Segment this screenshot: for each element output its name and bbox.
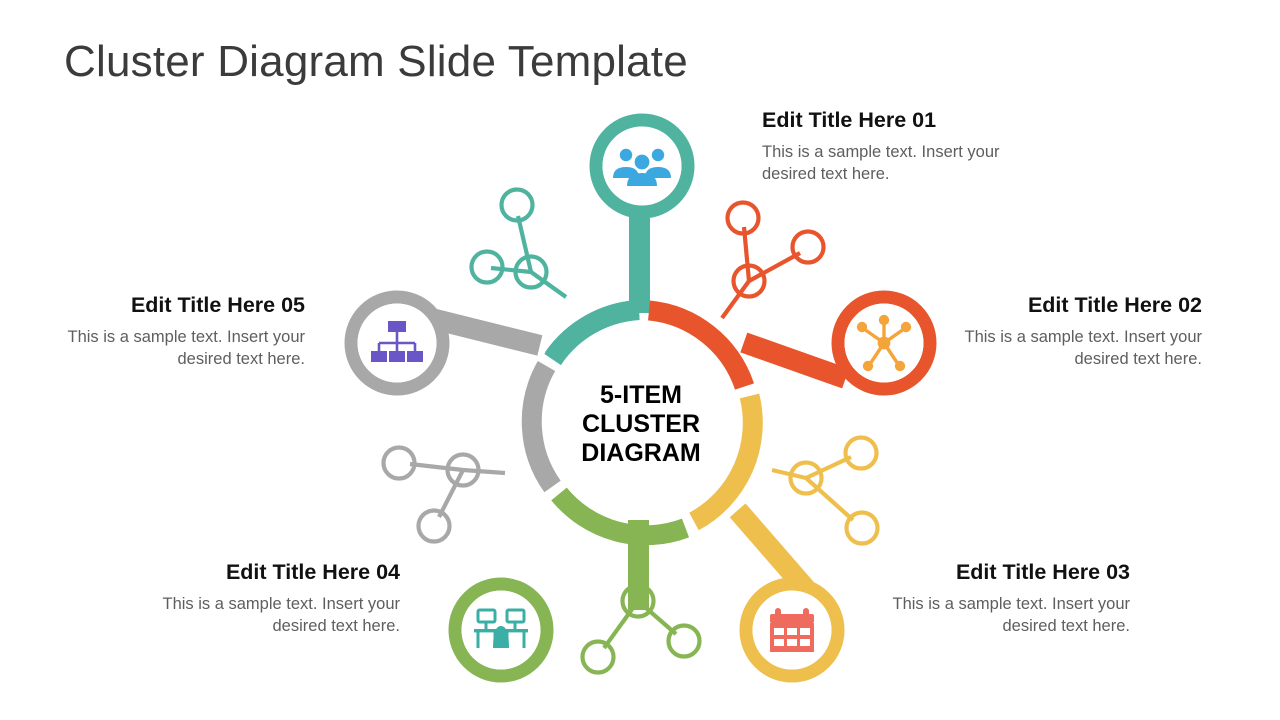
- item-title-03: Edit Title Here 03: [955, 560, 1130, 584]
- segment-03-molecule: [771, 435, 880, 546]
- item-title-02: Edit Title Here 02: [1027, 293, 1202, 317]
- segment-03-arc: [689, 393, 763, 531]
- text-block-02: Edit Title Here 02 This is a sample text…: [952, 293, 1202, 371]
- node-04-ring[interactable]: [448, 577, 554, 683]
- calendar-icon: [770, 608, 814, 652]
- node-02-ring[interactable]: [831, 290, 937, 396]
- segment-02-stem: [740, 332, 850, 389]
- people-group-icon: [613, 148, 671, 186]
- item-title-05: Edit Title Here 05: [130, 293, 305, 317]
- org-chart-icon: [371, 321, 423, 362]
- segment-01-molecule: [469, 187, 568, 299]
- network-hub-icon: [856, 314, 912, 372]
- item-title-01: Edit Title Here 01: [762, 108, 937, 132]
- segment-01-stem: [629, 195, 650, 313]
- item-body-03: This is a sample text. Insert your desir…: [892, 594, 1130, 635]
- center-label-line3: DIAGRAM: [581, 439, 700, 467]
- text-block-05: Edit Title Here 05 This is a sample text…: [55, 293, 305, 371]
- node-05-ring[interactable]: [344, 290, 450, 396]
- item-body-01: This is a sample text. Insert your desir…: [762, 142, 1000, 183]
- segment-05[interactable]: [344, 290, 561, 544]
- item-body-04: This is a sample text. Insert your desir…: [162, 594, 400, 635]
- segment-02-arc: [647, 300, 754, 390]
- page-title: Cluster Diagram Slide Template: [64, 37, 688, 86]
- segment-04-arc: [551, 487, 690, 546]
- segment-05-stem: [425, 307, 543, 356]
- segment-04[interactable]: [448, 487, 702, 683]
- item-title-04: Edit Title Here 04: [225, 560, 400, 584]
- segment-01[interactable]: [469, 113, 695, 366]
- text-block-03: Edit Title Here 03 This is a sample text…: [880, 560, 1130, 638]
- item-body-05: This is a sample text. Insert your desir…: [67, 327, 305, 368]
- node-03-ring[interactable]: [739, 577, 845, 683]
- text-block-01: Edit Title Here 01 This is a sample text…: [762, 108, 1012, 186]
- center-label: 5-ITEM CLUSTER DIAGRAM: [581, 381, 700, 467]
- node-01-ring[interactable]: [589, 113, 695, 219]
- segment-03[interactable]: [689, 393, 880, 683]
- center-label-line2: CLUSTER: [582, 410, 700, 438]
- text-block-04: Edit Title Here 04 This is a sample text…: [150, 560, 400, 638]
- center-label-line1: 5-ITEM: [600, 381, 682, 409]
- segment-01-arc-b: [545, 300, 640, 364]
- workstations-icon: [474, 608, 528, 648]
- segment-05-molecule: [381, 445, 506, 544]
- segment-04-molecule: [580, 565, 702, 675]
- segment-02[interactable]: [647, 200, 937, 396]
- segment-05-arc: [521, 361, 561, 493]
- item-body-02: This is a sample text. Insert your desir…: [964, 327, 1202, 368]
- segment-03-stem: [729, 503, 818, 601]
- segment-02-molecule: [720, 200, 826, 320]
